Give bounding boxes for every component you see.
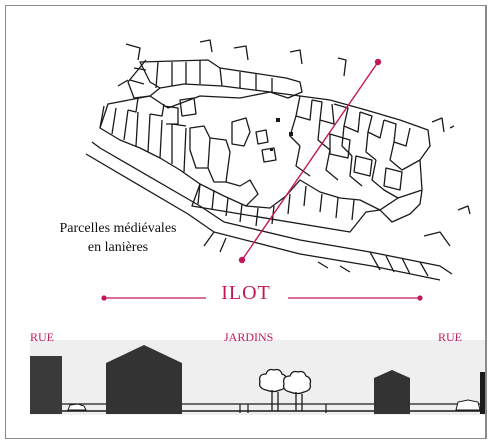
map-mark: [337, 57, 347, 77]
parcel-lines: [129, 67, 147, 85]
map-mark: [117, 79, 129, 87]
figure-frame: [5, 5, 487, 439]
block-outline: [379, 189, 423, 223]
map-caption: Parcelles médiévales en lanières: [24, 219, 212, 257]
vehicle-icon: [455, 399, 481, 411]
building-right: [374, 370, 410, 414]
gardens-label: JARDINS: [224, 330, 274, 344]
building-outline: [207, 137, 231, 183]
street-label-left: RUE: [30, 330, 54, 344]
parcel-lines: [369, 251, 429, 277]
parcel-lines: [295, 145, 399, 199]
building-outline: [353, 155, 373, 177]
map-mark: [199, 39, 213, 53]
parcel-lines: [155, 60, 273, 92]
parcel-lines: [99, 105, 187, 173]
map-mark: [423, 231, 451, 247]
building-outline: [179, 97, 197, 117]
map-dot: [270, 148, 273, 151]
block-outline: [191, 183, 381, 233]
section-cut-line: [238, 58, 382, 264]
parcel-lines: [163, 105, 179, 125]
map-mark: [125, 43, 141, 61]
map-caption-line1: Parcelles médiévales: [59, 221, 177, 236]
vehicle-icon: [67, 403, 87, 411]
street-line: [203, 231, 227, 253]
street-label-right: RUE: [438, 330, 462, 344]
map-mark: [431, 117, 445, 133]
building-outline: [225, 179, 259, 207]
street-line: [317, 261, 351, 273]
building-edge: [480, 372, 485, 414]
building-outline: [329, 133, 351, 159]
building-outline: [231, 117, 251, 147]
map-mark: [233, 45, 249, 61]
block-outline: [127, 59, 161, 99]
building-gable: [106, 345, 182, 414]
map-mark: [289, 49, 303, 65]
tree-icon: [282, 370, 312, 411]
map-dot: [276, 118, 280, 122]
map-caption-line2: en lanières: [87, 240, 149, 255]
building-outline: [255, 129, 269, 145]
street-line: [85, 153, 441, 281]
ilot-label: ILOT: [221, 282, 271, 304]
tree-icon: [258, 368, 288, 411]
map-mark: [457, 205, 471, 215]
map-mark: [449, 125, 455, 129]
ilot-extent-arrow: [101, 295, 423, 301]
building-left: [30, 356, 62, 414]
map-dot: [289, 132, 293, 136]
building-outline: [383, 167, 403, 191]
